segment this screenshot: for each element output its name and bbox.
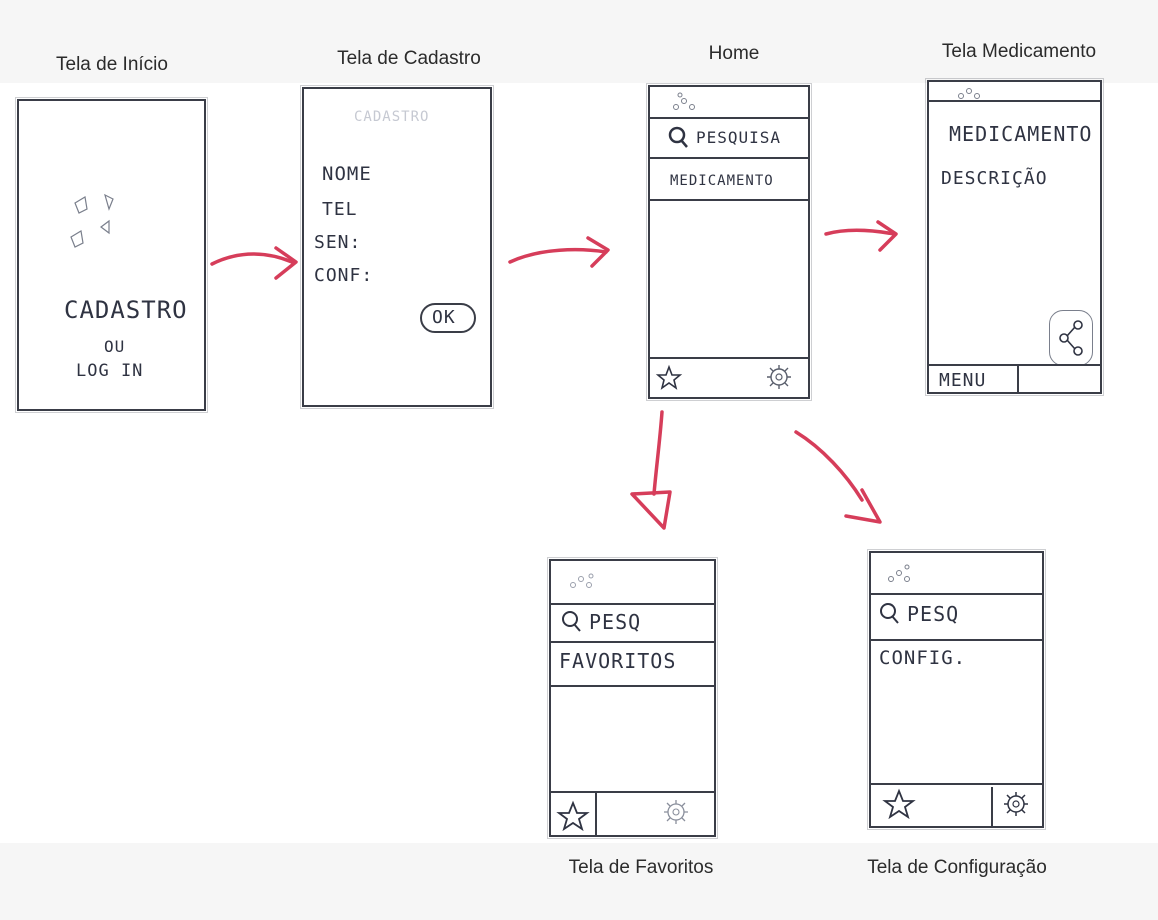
gear-icon[interactable]	[659, 797, 693, 827]
star-icon[interactable]	[882, 788, 916, 820]
search-input: PESQ	[907, 602, 960, 626]
menu-divider	[1017, 366, 1019, 392]
star-icon[interactable]	[556, 800, 590, 832]
search-bar[interactable]: PESQ	[871, 594, 1042, 638]
footer-separator	[595, 791, 597, 835]
menu-button[interactable]: MENU	[939, 370, 987, 391]
caption-tela-configuracao: Tela de Configuração	[867, 857, 1047, 878]
medicamento-title: MEDICAMENTO	[949, 122, 1093, 146]
caption-home: Home	[708, 43, 760, 64]
share-button[interactable]	[1049, 310, 1093, 366]
cadastro-field-confirmar[interactable]: CONF:	[314, 265, 374, 286]
header-divider	[650, 117, 808, 119]
dots-logo-icon	[570, 573, 594, 588]
magnifier-icon	[562, 611, 581, 632]
list-item-medicamento[interactable]: MEDICAMENTO	[670, 173, 774, 189]
footer-divider	[650, 357, 808, 359]
inicio-cadastro-text[interactable]: CADASTRO	[64, 296, 188, 324]
caption-tela-favoritos: Tela de Favoritos	[568, 857, 714, 878]
gear-icon[interactable]	[762, 363, 796, 391]
magnifier-icon	[880, 603, 899, 624]
search-divider	[650, 157, 808, 159]
ok-button[interactable]: OK	[420, 303, 476, 333]
cadastro-field-tel[interactable]: TEL	[322, 199, 358, 220]
diamonds-logo-icon	[70, 193, 114, 248]
caption-tela-medicamento: Tela Medicamento	[941, 41, 1097, 62]
cadastro-field-senha[interactable]: SEN:	[314, 232, 362, 253]
share-icon	[1059, 320, 1083, 356]
caption-tela-cadastro: Tela de Cadastro	[337, 48, 481, 69]
gear-icon[interactable]	[999, 789, 1033, 819]
dots-logo-icon	[888, 564, 910, 582]
footer-divider	[551, 791, 714, 793]
magnifier-icon	[668, 126, 688, 148]
footer-divider	[871, 783, 1042, 785]
medicamento-description: DESCRIÇÃO	[941, 168, 1048, 189]
list-divider	[650, 199, 808, 201]
favoritos-title: FAVORITOS	[559, 649, 677, 673]
phone-tela-medicamento: MEDICAMENTO DESCRIÇÃO MENU	[925, 78, 1104, 396]
star-icon[interactable]	[655, 364, 683, 390]
configuracao-title: CONFIG.	[879, 647, 967, 669]
cadastro-header: CADASTRO	[354, 109, 430, 125]
header-divider	[551, 603, 714, 605]
search-divider	[871, 639, 1042, 641]
footer-separator	[991, 787, 993, 826]
phone-home: PESQUISA MEDICAMENTO	[646, 83, 812, 401]
search-input: PESQ	[589, 610, 642, 634]
inicio-login-text[interactable]: LOG IN	[76, 361, 144, 381]
phone-tela-cadastro: CADASTRO NOME TEL SEN: CONF: OK	[300, 85, 494, 409]
ok-button-label: OK	[432, 307, 456, 328]
search-input: PESQUISA	[696, 128, 782, 147]
footer-divider	[929, 364, 1100, 366]
inicio-ou-text: OU	[104, 337, 126, 356]
dots-logo-icon	[673, 92, 695, 110]
phone-tela-configuracao: PESQ CONFIG.	[867, 549, 1046, 830]
list-divider	[551, 685, 714, 687]
phone-tela-favoritos: PESQ FAVORITOS	[547, 557, 718, 839]
search-bar[interactable]: PESQUISA	[650, 118, 808, 156]
caption-tela-inicio: Tela de Início	[56, 54, 168, 75]
search-divider	[551, 641, 714, 643]
header-divider	[871, 593, 1042, 595]
cadastro-field-nome[interactable]: NOME	[322, 163, 372, 185]
phone-tela-inicio: CADASTRO OU LOG IN	[15, 97, 208, 413]
dots-logo-icon	[958, 88, 980, 99]
search-bar[interactable]: PESQ	[551, 604, 714, 641]
header-divider	[929, 100, 1100, 102]
